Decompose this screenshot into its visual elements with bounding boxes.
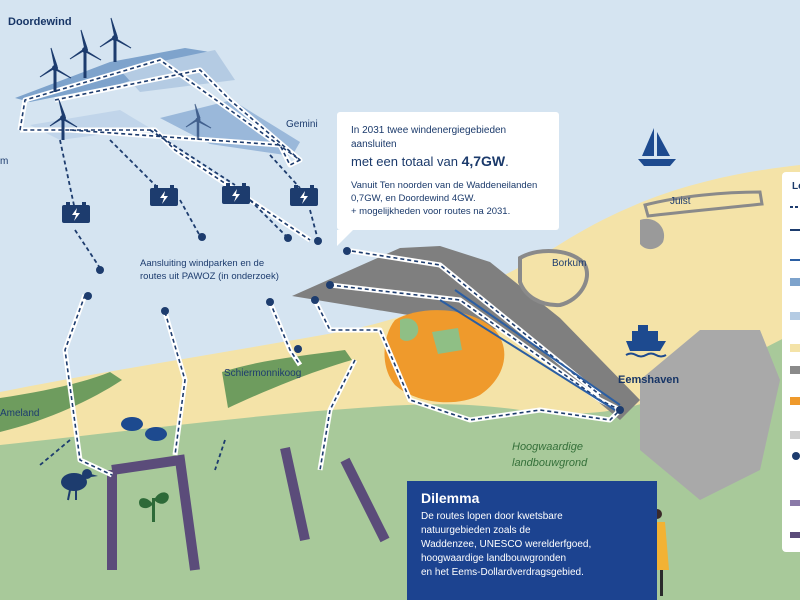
purple-route-2 <box>111 454 200 571</box>
route-endpoints <box>84 233 624 414</box>
wind-turbine-icon <box>39 17 212 140</box>
label-aansluiting-2: routes uit PAWOZ (in onderzoek) <box>140 271 279 282</box>
label-juist: Juist <box>670 196 691 207</box>
blue-route-2 <box>454 289 621 406</box>
seedling-icon <box>139 492 169 522</box>
info-callout: In 2031 twee windenergiegebieden aanslui… <box>337 112 559 246</box>
label-left-edge: m <box>0 156 9 167</box>
ems-estuary <box>640 330 780 500</box>
label-doordewind: Doordewind <box>8 16 72 28</box>
label-ameland: Ameland <box>0 408 40 419</box>
info-line-3: Vanuit Ten noorden van de Waddeneilanden… <box>351 179 545 218</box>
seal-icon <box>121 417 167 441</box>
info-line-1: In 2031 twee windenergiegebieden aanslui… <box>351 125 507 150</box>
island-ameland <box>0 372 122 432</box>
cable-routes <box>17 57 622 478</box>
bird-icon <box>61 469 98 501</box>
purple-route-3 <box>280 446 310 542</box>
label-borkum: Borkum <box>552 258 587 269</box>
blue-route-1 <box>439 299 616 411</box>
info-line-3b: 0,7GW, en Doordewind 4GW. <box>351 193 476 204</box>
label-eemshaven: Eemshaven <box>618 374 680 386</box>
info-line-2: met een totaal van 4,7GW. <box>351 152 545 171</box>
label-aansluiting-1: Aansluiting windparken en de <box>140 258 265 269</box>
dilemma-line-1: De routes lopen door kwetsbare <box>421 511 563 522</box>
label-hoogwaardige: Hoogwaardige <box>512 441 583 453</box>
dilemma-title: Dilemma <box>421 490 480 506</box>
island-juist-south <box>640 218 665 250</box>
info-line-3a: Vanuit Ten noorden van de Waddeneilanden <box>351 180 538 191</box>
label-gemini: Gemini <box>286 119 318 130</box>
info-line-2-prefix: met een totaal van <box>351 154 462 169</box>
info-line-2-suffix: . <box>505 154 509 169</box>
dilemma-line-2: natuurgebieden zoals de <box>421 525 531 536</box>
purple-route-4 <box>340 457 390 543</box>
island-schiermonnikoog <box>222 350 352 408</box>
dilemma-line-5: en het Eems-Dollardverdragsgebied. <box>421 567 584 578</box>
dilemma-line-4: hoogwaardige landbouwgronden <box>421 553 567 564</box>
dilemma-box: Dilemma De routes lopen door kwetsbare n… <box>407 481 657 600</box>
green-patch-1 <box>400 318 419 341</box>
legend-title: Le <box>792 181 800 192</box>
legend-panel: Le <box>782 172 800 552</box>
label-schiermonnikoog: Schiermonnikoog <box>224 368 302 379</box>
island-juist <box>643 190 764 218</box>
info-line-3c: + mogelijkheden voor routes na 2031. <box>351 206 511 217</box>
legend-swatches <box>790 206 800 538</box>
sailboat-icon <box>638 128 676 166</box>
ferry-icon <box>625 325 667 358</box>
dilemma-body: De routes lopen door kwetsbare natuurgeb… <box>421 510 643 580</box>
label-landbouwgrond: landbouwgrond <box>512 457 588 469</box>
island-borkum <box>518 249 589 308</box>
dilemma-line-3: Waddenzee, UNESCO werelderfgoed, <box>421 539 592 550</box>
green-patch-2 <box>432 328 462 354</box>
battery-station-icon <box>62 183 318 223</box>
info-total-gw: 4,7GW <box>461 153 506 169</box>
